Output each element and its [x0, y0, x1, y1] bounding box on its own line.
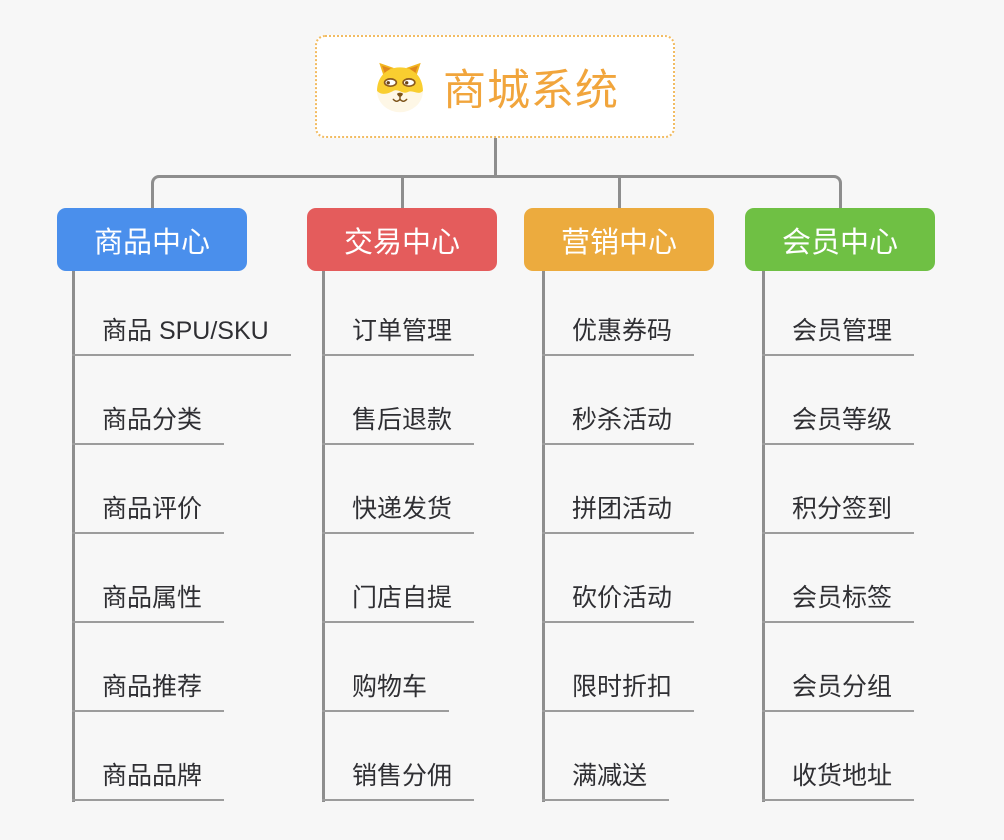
- branch-spine-line: [541, 271, 545, 802]
- branch-node-4[interactable]: 会员中心: [745, 208, 935, 271]
- root-title: 商城系统: [443, 66, 619, 115]
- leaf-node[interactable]: 销售分佣: [322, 760, 475, 801]
- leaf-node[interactable]: 快递发货: [322, 493, 475, 534]
- leaf-node[interactable]: 收货地址: [762, 760, 915, 801]
- leaf-node[interactable]: 积分签到: [762, 493, 915, 534]
- leaf-node[interactable]: 砍价活动: [542, 582, 695, 623]
- leaf-node[interactable]: 秒杀活动: [542, 404, 695, 445]
- leaf-node[interactable]: 满减送: [542, 760, 670, 801]
- branch-spine-line: [321, 271, 325, 802]
- branch-node-2[interactable]: 交易中心: [307, 208, 497, 271]
- root-connector-line: [493, 138, 497, 178]
- branch-drop-line: [400, 175, 404, 208]
- branch-drop-line: [617, 175, 621, 208]
- leaf-node[interactable]: 会员标签: [762, 582, 915, 623]
- leaf-node[interactable]: 会员等级: [762, 404, 915, 445]
- root-node[interactable]: 商城系统: [315, 35, 675, 138]
- leaf-node[interactable]: 商品推荐: [72, 671, 225, 712]
- leaf-node[interactable]: 购物车: [322, 671, 450, 712]
- leaf-node[interactable]: 门店自提: [322, 582, 475, 623]
- leaf-node[interactable]: 商品品牌: [72, 760, 225, 801]
- shiba-dog-icon: [371, 59, 429, 115]
- leaf-node[interactable]: 商品 SPU/SKU: [72, 315, 291, 356]
- leaf-node[interactable]: 商品评价: [72, 493, 225, 534]
- branch-spine-line: [71, 271, 75, 802]
- leaf-node[interactable]: 会员分组: [762, 671, 915, 712]
- leaf-node[interactable]: 订单管理: [322, 315, 475, 356]
- leaf-node[interactable]: 限时折扣: [542, 671, 695, 712]
- leaf-node[interactable]: 会员管理: [762, 315, 915, 356]
- leaf-node[interactable]: 商品分类: [72, 404, 225, 445]
- branch-node-3[interactable]: 营销中心: [524, 208, 714, 271]
- branch-node-1[interactable]: 商品中心: [57, 208, 247, 271]
- leaf-node[interactable]: 拼团活动: [542, 493, 695, 534]
- leaf-node[interactable]: 商品属性: [72, 582, 225, 623]
- branch-spine-line: [761, 271, 765, 802]
- leaf-node[interactable]: 优惠券码: [542, 315, 695, 356]
- leaf-node[interactable]: 售后退款: [322, 404, 475, 445]
- branch-bus-line: [150, 175, 842, 208]
